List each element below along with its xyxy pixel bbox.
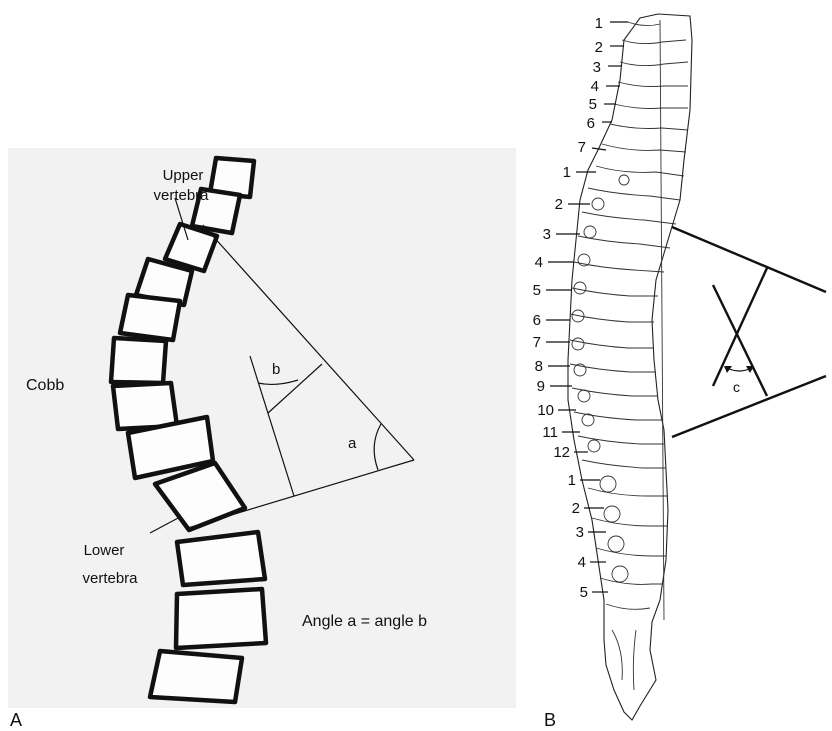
angle-b-label: b xyxy=(272,361,280,378)
vertebra-10 xyxy=(177,532,265,585)
level-number: 4 xyxy=(591,78,599,95)
level-number: 6 xyxy=(587,115,595,132)
cervical-labels: 1 2 3 4 5 6 7 xyxy=(578,15,603,156)
lower-label-line2: vertebra xyxy=(82,570,138,587)
level-number: 2 xyxy=(555,196,563,213)
panel-b: 1 2 3 4 5 6 7 1 2 3 4 5 6 7 8 9 10 11 12… xyxy=(533,14,826,730)
level-number: 12 xyxy=(553,444,570,461)
upper-tangent-line xyxy=(672,227,826,292)
level-number: 2 xyxy=(595,39,603,56)
equation-label: Angle a = angle b xyxy=(302,613,427,630)
level-number: 1 xyxy=(568,472,576,489)
thoracic-labels: 1 2 3 4 5 6 7 8 9 10 11 12 xyxy=(533,164,571,461)
lower-tangent-line xyxy=(672,376,826,437)
level-number: 10 xyxy=(537,402,554,419)
vertebra-11 xyxy=(176,589,266,648)
perpendicular-from-lower xyxy=(713,285,767,396)
level-number: 5 xyxy=(533,282,541,299)
perpendicular-from-upper xyxy=(713,268,767,386)
level-number: 4 xyxy=(535,254,543,271)
level-number: 11 xyxy=(542,424,558,441)
level-number: 7 xyxy=(578,139,586,156)
vertebra-6 xyxy=(111,338,166,383)
upper-label-line1: Upper xyxy=(163,167,204,184)
level-number: 7 xyxy=(533,334,541,351)
level-number: 8 xyxy=(535,358,543,375)
level-number: 9 xyxy=(537,378,545,395)
level-number: 5 xyxy=(589,96,597,113)
level-number: 1 xyxy=(595,15,603,32)
vertebra-7 xyxy=(113,383,177,429)
level-number: 5 xyxy=(580,584,588,601)
vertebra-12 xyxy=(150,651,242,702)
level-number: 4 xyxy=(578,554,586,571)
level-number: 2 xyxy=(572,500,580,517)
angle-a-label: a xyxy=(348,435,357,452)
method-label: Cobb xyxy=(26,377,64,394)
panel-b-letter: B xyxy=(544,710,556,730)
level-number: 3 xyxy=(576,524,584,541)
angle-c-label: c xyxy=(733,379,740,395)
level-number: 3 xyxy=(593,59,601,76)
level-number: 1 xyxy=(563,164,571,181)
vertebra-5 xyxy=(120,295,180,340)
panel-a: Upper vertebra Cobb b a Lower vertebra A… xyxy=(8,148,516,730)
panel-a-letter: A xyxy=(10,710,22,730)
lower-label-line1: Lower xyxy=(84,542,125,559)
upper-label-line2: vertebra xyxy=(153,187,209,204)
level-number: 3 xyxy=(543,226,551,243)
level-number: 6 xyxy=(533,312,541,329)
